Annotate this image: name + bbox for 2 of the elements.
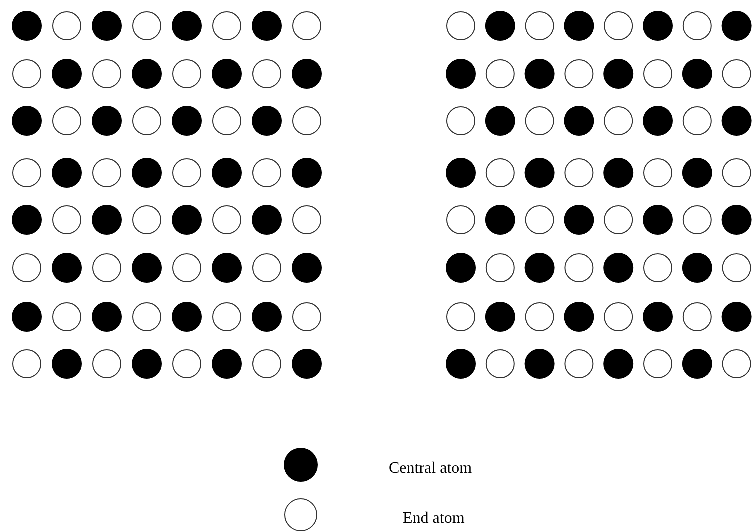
- legend-label: End atom: [403, 510, 465, 528]
- legend-label: Central atom: [389, 460, 472, 478]
